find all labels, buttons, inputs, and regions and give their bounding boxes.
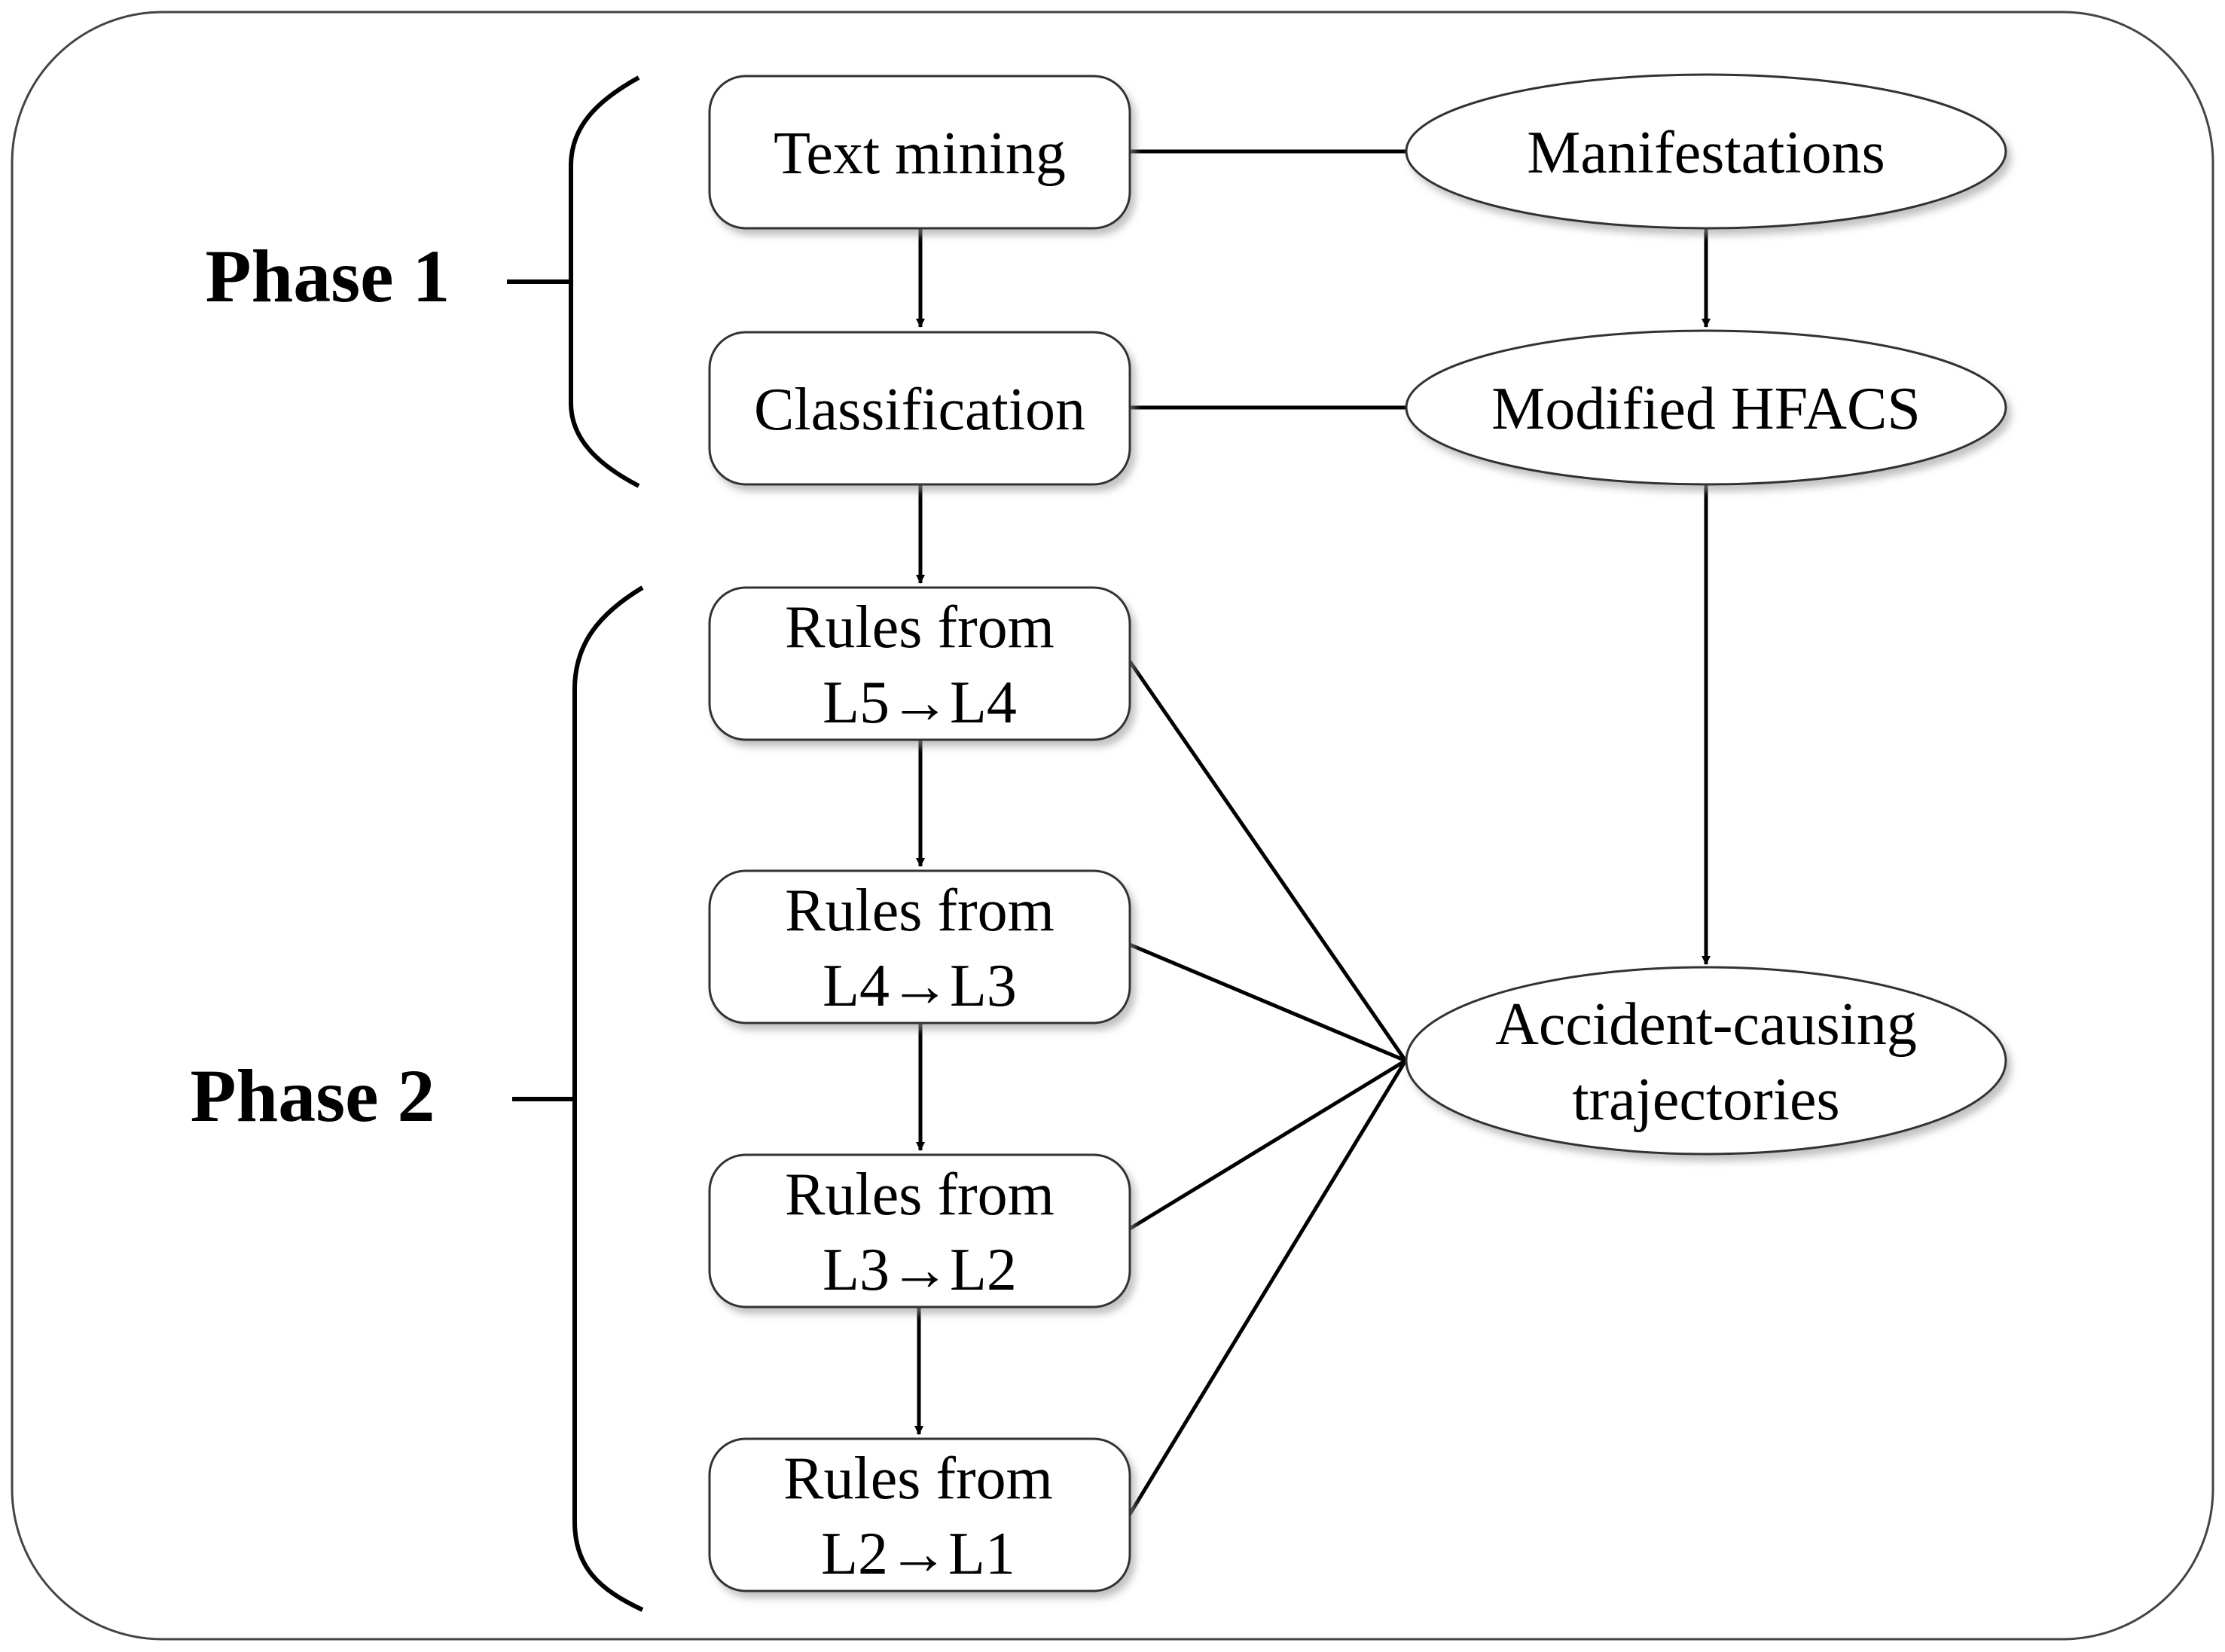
label-line: L4→L3 — [823, 953, 1017, 1019]
label-line: Accident-causing — [1495, 991, 1917, 1058]
label-line: Modified HFACS — [1491, 376, 1921, 442]
modified-hfacs-label: Modified HFACS — [1491, 376, 1921, 442]
label-line: Rules from — [785, 878, 1055, 944]
label-line: Rules from — [785, 594, 1055, 661]
label-line: L5→L4 — [823, 670, 1017, 736]
label-line: L3→L2 — [823, 1237, 1017, 1303]
right-column-ellipses: Manifestations Modified HFACS Accident-c… — [1405, 73, 2007, 1156]
phase-2-brace — [512, 585, 644, 1612]
classification-box: Classification — [708, 331, 1131, 486]
phase-2-label: Phase 2 — [191, 1054, 435, 1137]
modified-hfacs-ellipse: Modified HFACS — [1405, 329, 2007, 486]
label-line: trajectories — [1572, 1067, 1839, 1133]
classification-label: Classification — [754, 377, 1085, 443]
link-l4l3-to-trajectories — [1129, 942, 1406, 1063]
label-line: Rules from — [785, 1162, 1055, 1228]
phase-1-brace — [507, 75, 640, 488]
link-l5l4-to-trajectories — [1128, 660, 1408, 1062]
manifestations-ellipse: Manifestations — [1405, 73, 2007, 230]
label-line: Classification — [754, 377, 1085, 443]
label-line: Rules from — [783, 1446, 1053, 1512]
text-mining-box: Text mining — [708, 75, 1131, 230]
label-line: Manifestations — [1527, 120, 1885, 186]
text-mining-label: Text mining — [774, 121, 1066, 187]
link-l2l1-to-trajectories — [1128, 1059, 1408, 1516]
label-line: L2→L1 — [821, 1521, 1015, 1587]
trajectories-ellipse: Accident-causing trajectories — [1405, 966, 2007, 1156]
label-line: Text mining — [774, 121, 1066, 187]
manifestations-label: Manifestations — [1527, 120, 1885, 186]
trajectories-label: Accident-causing trajectories — [1495, 991, 1917, 1133]
phase-1-label: Phase 1 — [206, 234, 450, 318]
connectors — [914, 149, 1711, 1516]
link-l3l2-to-trajectories — [1128, 1058, 1407, 1231]
